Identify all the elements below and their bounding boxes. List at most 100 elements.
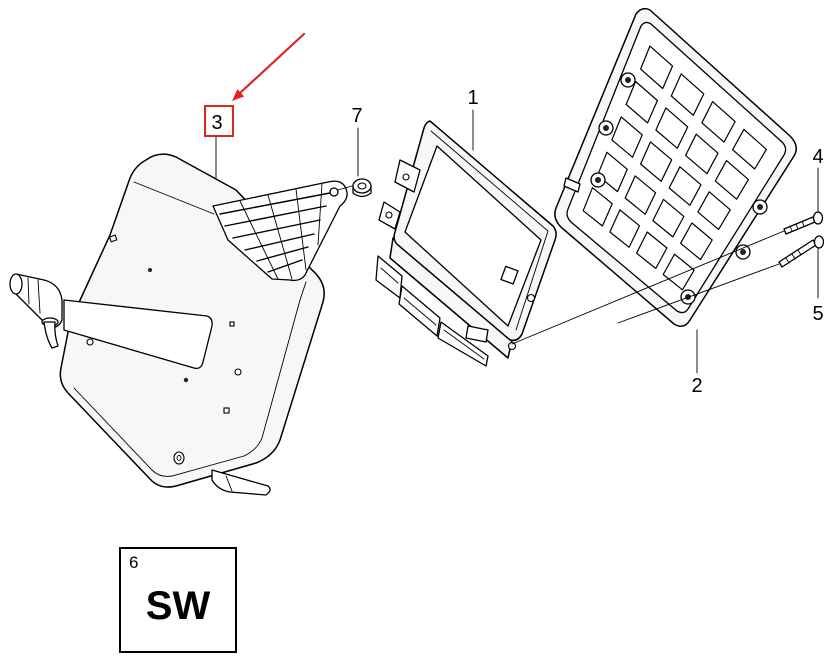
- plate-grid-cell: [668, 166, 702, 206]
- screw-upper-part: [783, 211, 824, 235]
- plate-grid-cell: [624, 175, 657, 215]
- screw-thread: [791, 253, 796, 260]
- plate-grid-cell: [655, 107, 689, 149]
- highlight-box: [204, 105, 234, 137]
- plate-grid-cell: [639, 45, 674, 90]
- ecu-latch: [465, 325, 489, 343]
- callout-label-screw-upper: 4: [812, 146, 823, 168]
- callout-label-screw-lower: 5: [812, 303, 823, 325]
- housing-top-edge: [133, 181, 215, 215]
- housing-mounting-tab-edge: [225, 475, 233, 492]
- grille-bar: [295, 188, 307, 271]
- housing-bottom-rim: [73, 387, 245, 477]
- grille-slat: [232, 219, 321, 239]
- screw-thread: [785, 257, 790, 264]
- grille-bar: [267, 194, 293, 280]
- callout-label-cover-plate: 2: [691, 375, 702, 397]
- plate-boss-hole: [603, 125, 609, 131]
- grille-frame: [212, 180, 348, 282]
- grille-slat: [219, 192, 331, 215]
- housing-hole: [223, 407, 230, 414]
- kit-box: 6 SW: [119, 547, 237, 653]
- highlight-arrow-shaft: [238, 32, 306, 95]
- plate-grid-cell: [625, 80, 659, 124]
- screw-thread: [795, 223, 799, 230]
- kit-box-frame: [119, 547, 237, 653]
- housing-hole: [148, 268, 152, 272]
- plate-grid-cell: [609, 209, 641, 248]
- grille-bar: [317, 183, 323, 246]
- ecu-mounting-hole: [507, 341, 517, 351]
- screw-head: [812, 211, 824, 225]
- ecu-mounting-hole: [526, 293, 536, 303]
- plate-grid-cell: [635, 231, 668, 270]
- plate-boss-hole: [625, 77, 631, 83]
- callout-label-nut: 7: [351, 105, 362, 127]
- cover-plate-part: [554, 7, 797, 327]
- plug-rib: [37, 279, 41, 314]
- plate-grid-cell: [714, 160, 750, 200]
- plate-boss-hole: [740, 249, 746, 255]
- screw-thread: [801, 220, 805, 227]
- callout-label-housing: 3: [211, 112, 222, 134]
- grille-slat: [244, 233, 315, 251]
- plate-grid-cell: [679, 222, 713, 261]
- housing-wedge-flange: [63, 299, 213, 370]
- grille-slat: [224, 205, 327, 227]
- grille-stud-line: [337, 185, 353, 191]
- ecu-connector-detail: [380, 267, 399, 284]
- plug-tip: [9, 273, 23, 295]
- ecu-mounting-hole: [402, 173, 410, 181]
- housing-hole: [108, 234, 118, 243]
- housing-mounting-tab: [211, 469, 271, 496]
- plate-grid-cell: [639, 141, 673, 182]
- ecu-label-tab: [500, 265, 519, 285]
- plate-grid-cell: [684, 133, 719, 175]
- plate-boss-hole: [595, 177, 601, 183]
- screw-thread: [797, 249, 802, 256]
- plug-rib: [27, 277, 30, 305]
- plate-side-nub: [563, 177, 581, 193]
- plate-grid-cell: [596, 151, 628, 193]
- housing-side-flange: [243, 281, 307, 457]
- screw-shaft: [783, 216, 816, 235]
- highlight-arrow: [232, 32, 306, 101]
- nut-bore: [357, 182, 367, 190]
- housing-hole: [86, 338, 94, 346]
- ecu-connector-detail: [403, 297, 437, 326]
- kit-box-number: 6: [129, 553, 138, 572]
- housing-hole: [183, 377, 189, 383]
- screw-head: [813, 235, 825, 249]
- housing-drain-hole-inner: [176, 455, 182, 461]
- plate-rib-grid: [582, 45, 768, 291]
- housing-part: [9, 153, 353, 496]
- ecu-connector-detail: [443, 329, 485, 360]
- grille-stud: [329, 187, 339, 197]
- plate-grid-cell: [697, 191, 731, 230]
- housing-plug: [9, 273, 63, 349]
- kit-box-code: SW: [146, 584, 211, 628]
- callout-label-ecu-module: 1: [467, 87, 478, 109]
- ecu-rim-line: [430, 130, 549, 331]
- screw-shaft: [778, 239, 817, 268]
- housing-hole: [229, 321, 235, 327]
- nut-part: [352, 178, 372, 198]
- screw-lower-part: [778, 235, 825, 268]
- plate-grid-cell: [731, 128, 768, 170]
- plate-grid-cell: [611, 116, 643, 158]
- plate-grid-cell: [582, 187, 613, 227]
- grille-slat: [256, 246, 309, 262]
- assembly-line-upper-screw: [511, 230, 785, 345]
- housing-grille-bracket: [212, 180, 353, 282]
- ecu-mounting-hole: [385, 211, 393, 219]
- ecu-module-part: [375, 120, 557, 367]
- plate-grid-cell: [670, 73, 705, 116]
- plate-grid-cell: [652, 198, 685, 238]
- grille-bar: [239, 200, 279, 280]
- plate-grid-cell: [662, 253, 695, 291]
- plate-bosses: [590, 72, 768, 305]
- highlight-arrow-head: [232, 89, 245, 101]
- housing-hole: [234, 368, 242, 376]
- plug-cable: [43, 321, 59, 349]
